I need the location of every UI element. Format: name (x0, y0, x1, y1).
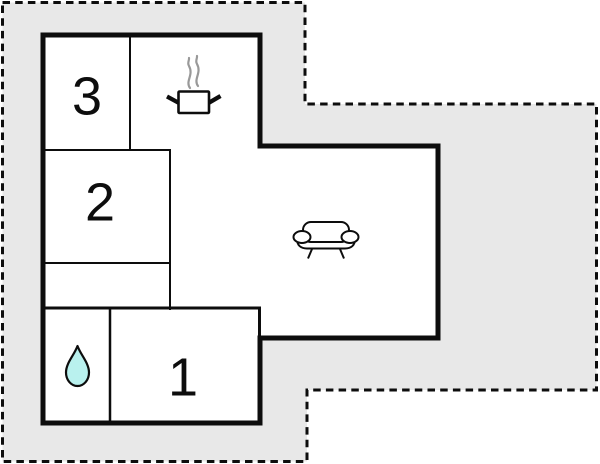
room-label-1: 1 (168, 348, 198, 408)
building-outline (40, 32, 441, 426)
sofa-icon (292, 221, 360, 259)
room-label-2: 2 (85, 173, 115, 233)
sofa-leg-right (339, 248, 345, 259)
room-label-3: 3 (72, 67, 102, 127)
interior-walls (44, 37, 261, 421)
sofa-leg-left (307, 248, 313, 259)
water-drop-icon (64, 344, 91, 388)
cooking-pot-icon (165, 54, 222, 115)
pot-handles (165, 94, 222, 105)
pot-body (177, 90, 211, 115)
sofa-armrest-left (292, 230, 312, 244)
steam-icon (187, 54, 200, 90)
sofa-armrest-right (340, 230, 360, 244)
